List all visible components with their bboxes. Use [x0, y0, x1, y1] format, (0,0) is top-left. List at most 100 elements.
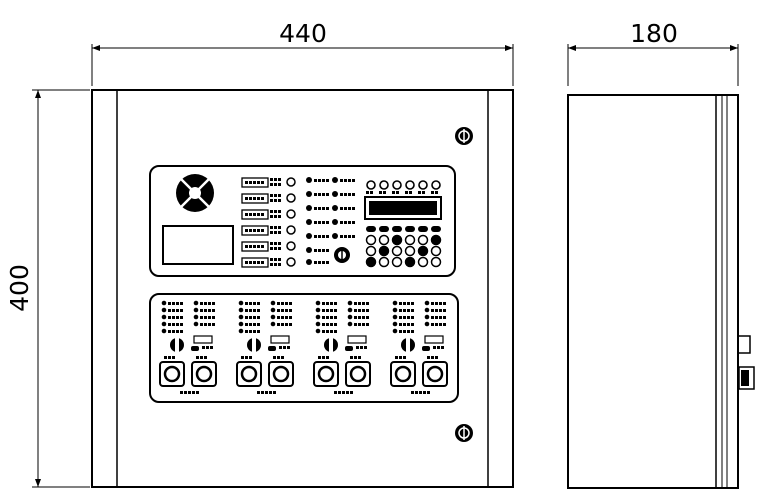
- channel-led-label: [172, 309, 175, 312]
- channel-led-label: [200, 316, 203, 319]
- status-led: [431, 180, 441, 190]
- channel-led-label: [212, 323, 215, 326]
- channel-led-label: [322, 316, 325, 319]
- channel-led-label: [245, 316, 248, 319]
- channel-led-label: [431, 323, 434, 326]
- indicator-label: [314, 193, 317, 196]
- zone-key-text: [253, 245, 256, 248]
- channel-led-label: [403, 323, 406, 326]
- zone-key-led-text: [278, 183, 281, 186]
- status-led: [392, 180, 402, 190]
- dimension-height: 400: [5, 89, 90, 488]
- channel-led-label: [439, 323, 442, 326]
- channel-led-label: [289, 316, 292, 319]
- channel-led-label: [366, 323, 369, 326]
- channel-name-label: [423, 391, 426, 394]
- channel-led: [315, 300, 321, 306]
- channel-led-label: [285, 323, 288, 326]
- channel-led-label: [435, 302, 438, 305]
- zone-key-led-text: [278, 242, 281, 245]
- channel-led: [347, 321, 353, 327]
- channel-button-label: [431, 356, 434, 359]
- channel-led-label: [172, 323, 175, 326]
- keypad-key: [391, 234, 403, 246]
- channel-button-label: [168, 356, 171, 359]
- status-led-label: [383, 191, 386, 194]
- zone-key-led-text: [270, 258, 273, 261]
- channel-led-label: [281, 323, 284, 326]
- channel-led-label: [253, 330, 256, 333]
- channel-led-label: [253, 323, 256, 326]
- channel-led: [392, 328, 398, 334]
- indicator-label: [314, 261, 317, 264]
- zone-key-led-text: [274, 258, 277, 261]
- zone-key-led-text: [270, 178, 273, 181]
- indicator-label: [322, 193, 325, 196]
- channel-led-label: [168, 302, 171, 305]
- screw-bottom: [455, 424, 473, 442]
- zone-key-text: [261, 261, 264, 264]
- channel-button-label: [245, 356, 248, 359]
- indicator-led: [306, 205, 312, 211]
- channel-push-button-ring: [394, 365, 412, 383]
- channel-led-label: [326, 330, 329, 333]
- status-led-label: [435, 191, 438, 194]
- channel-led-label: [172, 330, 175, 333]
- indicator-label: [326, 207, 329, 210]
- indicator-label: [322, 235, 325, 238]
- channel-led-label: [366, 309, 369, 312]
- zone-key-led-text: [274, 242, 277, 245]
- keypad-key: [404, 256, 416, 268]
- speaker: [176, 174, 214, 212]
- channel-button-label: [200, 356, 203, 359]
- channel-button-label: [273, 356, 276, 359]
- channel-name-label: [342, 391, 345, 394]
- keypad-key: [366, 226, 376, 232]
- channel-led-label: [249, 309, 252, 312]
- channel-name-label: [334, 391, 337, 394]
- keypad-key: [392, 226, 402, 232]
- keypad-key: [431, 226, 441, 232]
- channel-led-label: [354, 302, 357, 305]
- channel-led-label: [334, 302, 337, 305]
- channel-toggle-label: [202, 346, 205, 349]
- zone-key-led-text: [270, 263, 273, 266]
- zone-key-text: [261, 245, 264, 248]
- channel-led-label: [257, 330, 260, 333]
- channel-window: [424, 335, 444, 344]
- keypad-key: [404, 234, 416, 246]
- channel-led: [347, 307, 353, 313]
- channel-led-label: [253, 316, 256, 319]
- channel-button-label: [164, 356, 167, 359]
- channel-name-label: [269, 391, 272, 394]
- channel-led: [161, 321, 167, 327]
- channel-led-label: [204, 302, 207, 305]
- zone-key-text: [257, 245, 260, 248]
- zone-key-led-text: [274, 263, 277, 266]
- channel-led-label: [399, 309, 402, 312]
- channel-led-label: [322, 330, 325, 333]
- indicator-label: [340, 235, 343, 238]
- zone-key-button: [286, 193, 296, 203]
- channel-button-label: [249, 356, 252, 359]
- zone-key-text: [249, 213, 252, 216]
- channel-led: [238, 321, 244, 327]
- channel-led-label: [443, 302, 446, 305]
- channel-led: [424, 300, 430, 306]
- indicator-label: [318, 221, 321, 224]
- status-led-label: [366, 191, 369, 194]
- zone-key-led-text: [278, 247, 281, 250]
- zone-key-led-text: [274, 215, 277, 218]
- channel-led-label: [411, 316, 414, 319]
- channel-led-label: [249, 323, 252, 326]
- upper-control-panel: [149, 165, 456, 277]
- indicator-led: [306, 177, 312, 183]
- keypad-key: [365, 245, 377, 257]
- keypad-key: [417, 245, 429, 257]
- zone-key-text: [249, 181, 252, 184]
- channel-led-label: [330, 330, 333, 333]
- channel-led-label: [285, 302, 288, 305]
- status-led-label: [370, 191, 373, 194]
- indicator-label: [322, 261, 325, 264]
- channel-led: [161, 307, 167, 313]
